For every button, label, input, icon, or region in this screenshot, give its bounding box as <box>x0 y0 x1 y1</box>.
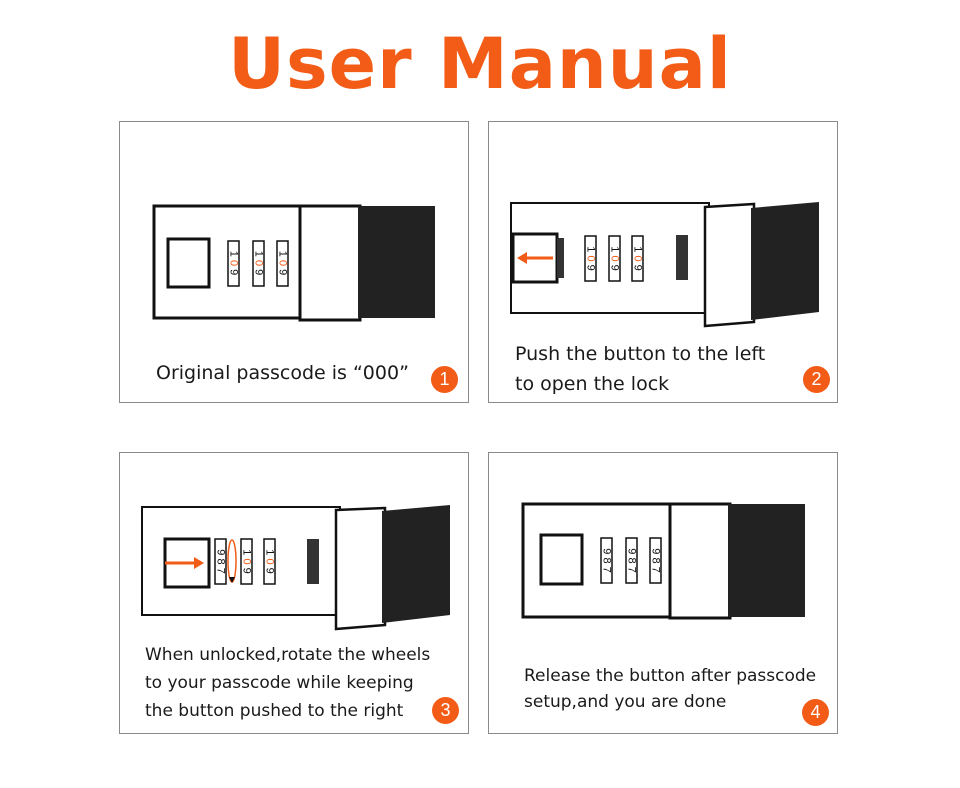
lock-slider <box>298 204 362 322</box>
lock-slider <box>668 502 732 620</box>
dial-wheel: 9 8 7 <box>649 537 662 584</box>
step-1-panel: 1 0 9 1 0 9 1 0 9 Original passcode is “… <box>119 121 469 403</box>
arrow-right-icon <box>194 557 204 569</box>
lock-diagram-setting: 9 8 7 1 0 9 1 0 9 <box>141 505 450 631</box>
step-2-panel: 1 0 9 1 0 9 1 0 9 Push the button to the… <box>488 121 838 403</box>
step-4-caption: Release the button after passcode setup,… <box>524 666 817 712</box>
lock-button <box>539 533 584 586</box>
dial-wheel: 1 0 9 <box>584 235 597 282</box>
dial-wheel: 9 8 7 <box>600 537 613 584</box>
svg-text:9 8 7: 9 8 7 <box>650 548 662 572</box>
svg-text:1 0 9: 1 0 9 <box>609 246 621 271</box>
lock-diagram-closed: 1 0 9 1 0 9 1 0 9 <box>152 204 435 322</box>
dial-wheel: 1 0 9 <box>227 240 240 287</box>
step-1-badge: 1 <box>431 366 458 393</box>
svg-text:1 0 9: 1 0 9 <box>241 549 253 574</box>
dial-wheel: 1 0 9 <box>276 240 289 287</box>
step-2-caption: Push the button to the left to open the … <box>515 343 766 395</box>
latch <box>676 235 688 280</box>
dial-wheel: 1 0 9 <box>252 240 265 287</box>
lock-slider <box>703 202 756 328</box>
dial-wheel: 1 0 9 <box>263 538 276 585</box>
step-3-badge: 3 <box>432 697 459 724</box>
lock-diagram-open: 1 0 9 1 0 9 1 0 9 <box>510 202 819 328</box>
step-3-panel: 9 8 7 1 0 9 1 0 9 When unlocked,rotate t… <box>119 452 469 734</box>
lock-strap <box>358 206 435 318</box>
lock-slider <box>334 506 387 631</box>
svg-text:1 0 9: 1 0 9 <box>228 251 240 276</box>
dial-wheel: 1 0 9 <box>240 538 253 585</box>
arrow-left-icon <box>517 252 527 264</box>
svg-text:9 8 7: 9 8 7 <box>215 549 227 573</box>
lock-strap <box>382 505 450 623</box>
svg-text:1 0 9: 1 0 9 <box>585 246 597 271</box>
step-3-caption: When unlocked,rotate the wheels to your … <box>145 645 431 721</box>
svg-text:1 0 9: 1 0 9 <box>264 549 276 574</box>
lock-strap <box>751 202 819 320</box>
lock-diagram-done: 9 8 7 9 8 7 9 8 7 <box>521 502 805 620</box>
lock-button <box>166 237 211 289</box>
step-2-badge: 2 <box>803 366 830 393</box>
svg-text:9 8 7: 9 8 7 <box>626 548 638 572</box>
dial-wheel: 9 8 7 <box>214 538 227 585</box>
step-4-panel: 9 8 7 9 8 7 9 8 7 Release the button aft… <box>488 452 838 734</box>
step-4-badge: 4 <box>802 699 829 726</box>
dial-wheel: 1 0 9 <box>631 235 644 282</box>
svg-text:1 0 9: 1 0 9 <box>632 246 644 271</box>
svg-text:1 0 9: 1 0 9 <box>253 251 265 276</box>
latch <box>307 539 319 584</box>
lock-strap <box>728 504 805 617</box>
dial-wheel: 1 0 9 <box>608 235 621 282</box>
dial-wheel: 9 8 7 <box>625 537 638 584</box>
svg-text:1 0 9: 1 0 9 <box>277 251 289 276</box>
page-title: User Manual <box>228 23 732 105</box>
step-1-caption: Original passcode is “000” <box>156 362 409 384</box>
svg-text:9 8 7: 9 8 7 <box>601 548 613 572</box>
